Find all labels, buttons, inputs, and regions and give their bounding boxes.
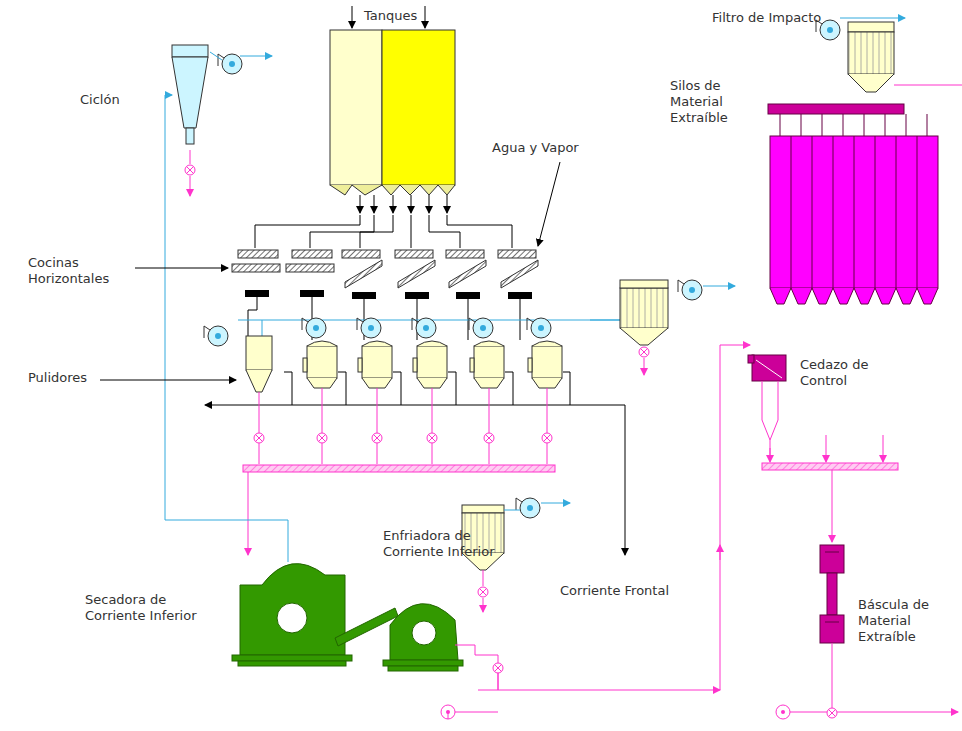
- equipment-label: Cocinas Horizontales: [28, 255, 133, 287]
- equipment-label: Agua y Vapor: [492, 140, 579, 156]
- equipment-label: Ciclón: [80, 92, 120, 108]
- equipment-label: Corriente Frontal: [560, 583, 669, 599]
- equipment-label: Báscula de Material Extraíble: [858, 597, 950, 645]
- equipment-label: Secadora de Corriente Inferior: [85, 592, 225, 624]
- equipment-label: Silos de Material Extraíble: [670, 78, 765, 126]
- equipment-label: Filtro de Impacto: [712, 10, 821, 26]
- equipment-label: Enfriadora de Corriente Inferior: [383, 528, 533, 560]
- equipment-label: Pulidores: [28, 370, 87, 386]
- equipment-label: Cedazo de Control: [800, 357, 890, 389]
- equipment-label: Tanques: [364, 8, 417, 24]
